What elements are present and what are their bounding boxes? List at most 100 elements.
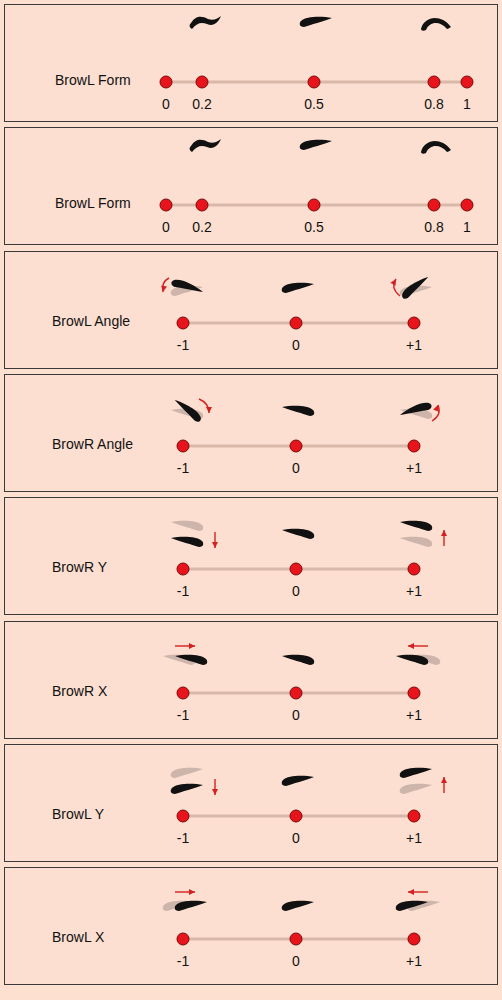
arrow-head	[212, 542, 218, 548]
tick-value: -1	[177, 953, 189, 969]
slider-dot	[177, 440, 189, 452]
slider-dot	[308, 76, 320, 88]
arrow-head	[433, 404, 441, 412]
ghost-eyebrow	[171, 768, 203, 778]
arrow-head	[206, 407, 212, 413]
slider-dot	[308, 199, 320, 211]
slider-dot	[177, 810, 189, 822]
ghost-eyebrow	[400, 784, 432, 794]
slider-panel: BrowL Form00.20.50.81	[4, 127, 498, 245]
slider-dot	[408, 687, 420, 699]
parameter-label: BrowL Form	[55, 72, 131, 88]
tick-value: 0.5	[304, 219, 323, 235]
tick-value: +1	[406, 583, 422, 599]
slider-dot	[408, 933, 420, 945]
arrow-head	[408, 889, 414, 895]
tick-value: -1	[177, 337, 189, 353]
tick-value: -1	[177, 830, 189, 846]
slider-dot	[196, 199, 208, 211]
arrow-head	[189, 643, 195, 649]
slider-dot	[290, 687, 302, 699]
slider-panel: BrowL X-10+1	[4, 867, 498, 985]
eyebrow-shape	[400, 768, 432, 778]
eyebrow-shape	[282, 901, 314, 911]
tick-value: +1	[406, 460, 422, 476]
slider-dot	[160, 199, 172, 211]
tick-value: 1	[463, 219, 471, 235]
slider-panel: BrowR Y-10+1	[4, 497, 498, 615]
slider-dot	[290, 810, 302, 822]
motion-arrow	[199, 399, 209, 413]
slider-dot	[160, 76, 172, 88]
slider-illustration	[5, 745, 496, 860]
slider-illustration	[5, 5, 496, 120]
ghost-eyebrow	[171, 521, 203, 531]
eyebrow-shape	[396, 654, 428, 664]
ghost-eyebrow	[400, 537, 432, 547]
tick-value: 0	[292, 337, 300, 353]
slider-dot	[177, 933, 189, 945]
slider-dot	[461, 76, 473, 88]
slider-illustration	[5, 498, 496, 613]
slider-dot	[177, 687, 189, 699]
tick-value: -1	[177, 707, 189, 723]
tick-value: 0	[292, 707, 300, 723]
slider-dot	[408, 810, 420, 822]
tick-value: 0	[292, 953, 300, 969]
tick-value: -1	[177, 583, 189, 599]
arrow-head	[390, 277, 398, 285]
tick-value: +1	[406, 953, 422, 969]
tick-value: 0.8	[424, 96, 443, 112]
tick-value: 0	[162, 96, 170, 112]
parameter-label: BrowR Angle	[52, 436, 133, 452]
tick-value: 0.8	[424, 219, 443, 235]
eyebrow-shape	[399, 275, 432, 299]
slider-dot	[408, 317, 420, 329]
slider-dot	[428, 76, 440, 88]
eyebrow-shape	[400, 521, 432, 531]
slider-dot	[408, 563, 420, 575]
arrow-head	[160, 285, 167, 292]
slider-dot	[290, 933, 302, 945]
eyebrow-shape	[300, 140, 332, 150]
slider-panel: BrowL Form00.20.50.81	[4, 4, 498, 122]
slider-illustration	[5, 375, 496, 490]
eyebrow-shape	[421, 18, 451, 31]
eyebrow-shape	[171, 537, 203, 547]
slider-panel: BrowR X -1 0 +1	[4, 621, 498, 739]
eyebrow-shape	[282, 654, 314, 664]
slider-panel: BrowL Angle-10+1	[4, 251, 498, 369]
tick-value: 0	[292, 583, 300, 599]
parameter-label: BrowR X	[52, 683, 107, 699]
slider-dot	[290, 440, 302, 452]
slider-dot	[290, 317, 302, 329]
slider-dot	[290, 563, 302, 575]
eyebrow-shape	[171, 784, 203, 794]
arrow-head	[408, 643, 414, 649]
eyebrow-shape	[170, 275, 203, 299]
tick-value: 0.5	[304, 96, 323, 112]
tick-value: 0	[162, 219, 170, 235]
slider-panel: BrowR Angle-10+1	[4, 374, 498, 492]
tick-value: +1	[406, 830, 422, 846]
slider-dot	[461, 199, 473, 211]
arrow-head	[441, 777, 447, 783]
slider-dot	[177, 317, 189, 329]
eyebrow-shape	[190, 16, 221, 29]
parameter-label: BrowL Angle	[52, 313, 130, 329]
eyebrow-shape	[171, 399, 204, 423]
slider-illustration	[5, 868, 496, 983]
slider-dot	[196, 76, 208, 88]
eyebrow-shape	[282, 529, 314, 539]
tick-value: 0.2	[192, 96, 211, 112]
tick-value: +1	[406, 707, 422, 723]
slider-illustration	[5, 128, 496, 243]
tick-value: -1	[177, 460, 189, 476]
arrow-head	[189, 889, 195, 895]
slider-illustration	[5, 622, 496, 737]
eyebrow-shape	[175, 654, 207, 664]
eyebrow-shape	[399, 399, 432, 423]
arrow-head	[441, 530, 447, 536]
eyebrow-shape	[282, 776, 314, 786]
